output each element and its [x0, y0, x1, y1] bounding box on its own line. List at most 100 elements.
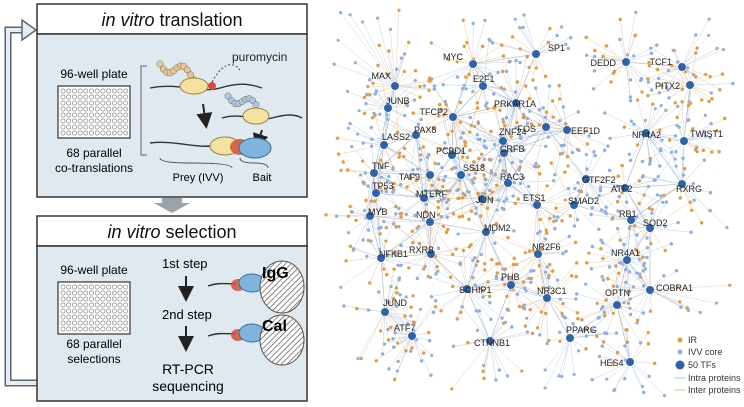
leaf-edge: [406, 214, 432, 255]
plate-well: [77, 326, 83, 332]
tf-tf-edge: [369, 215, 382, 259]
ir-protein-node: [718, 88, 722, 92]
leaf-edge: [430, 253, 451, 278]
plate-well: [72, 290, 77, 296]
plate-well: [60, 88, 66, 94]
sequencing-label: sequencing: [152, 378, 224, 394]
ivv-core-node: [587, 134, 591, 138]
plate-well: [89, 290, 94, 296]
ir-protein-node: [465, 155, 470, 160]
ivv-core-node: [659, 147, 663, 151]
ivv-core-node: [439, 214, 444, 219]
leaf-edge: [515, 19, 537, 55]
ivv-core-node: [623, 267, 628, 272]
ir-protein-node: [378, 329, 383, 333]
ivv-core-node: [478, 286, 482, 291]
ivv-core-node: [641, 311, 646, 315]
mrna-strand-2: [221, 114, 303, 120]
tf-node-pparg: [565, 333, 575, 343]
ivv-core-node: [498, 159, 502, 163]
ivv-core-node: [491, 230, 495, 235]
leaf-edge: [645, 106, 678, 134]
ivv-core-node: [505, 197, 509, 201]
leaf-edge: [489, 152, 505, 191]
leaf-edge: [539, 297, 548, 335]
leaf-edge: [364, 85, 396, 114]
selection-panel: in vitro selection 96-well plate 68 para…: [36, 215, 308, 402]
leaf-edge: [592, 304, 618, 331]
ivv-core-node: [429, 373, 433, 377]
ir-protein-node: [464, 75, 468, 79]
tf-node-rac3: [503, 178, 513, 188]
ivv-core-node: [496, 70, 500, 75]
ir-protein-node: [531, 78, 535, 82]
tf-node-pax8: [411, 130, 421, 140]
ivv-core-node: [474, 171, 478, 175]
ir-protein-node: [385, 72, 389, 76]
ir-protein-node: [450, 387, 454, 391]
ir-protein-node: [500, 43, 504, 47]
leaf-edge: [625, 35, 636, 63]
ir-protein-node: [404, 349, 408, 353]
ivv-core-node: [358, 173, 363, 177]
leaf-edge: [588, 252, 628, 261]
plate-well: [94, 118, 100, 124]
leaf-edge: [645, 132, 661, 167]
tf-label-prkar1a: PRKAR1A: [494, 99, 536, 109]
leaf-edge: [507, 182, 539, 203]
tf-label-jund: JUND: [383, 298, 407, 308]
ivv-core-node: [342, 304, 346, 308]
tf-label-nr3c1: NR3C1: [537, 286, 567, 296]
ivv-core-node: [487, 37, 491, 42]
leaf-edge: [472, 63, 478, 103]
leaf-edge: [573, 204, 599, 230]
leaf-edge: [546, 264, 550, 299]
ir-protein-node: [422, 267, 426, 271]
leaf-edge: [348, 127, 385, 146]
ivv-core-node: [471, 181, 476, 185]
ivv-core-node: [600, 344, 604, 348]
leaf-edge: [380, 213, 397, 259]
ir-protein-node: [523, 251, 527, 255]
plate-well: [111, 320, 117, 326]
ivv-core-node: [484, 146, 488, 150]
ir-protein-node: [547, 338, 551, 343]
ivv-core-node: [357, 109, 361, 113]
leaf-edge: [649, 270, 677, 291]
ir-protein-node: [421, 145, 426, 149]
leaf-edge: [585, 283, 618, 306]
ir-protein-node: [413, 69, 418, 73]
leaf-edge: [472, 55, 504, 65]
tf-tf-edge: [515, 53, 537, 104]
ir-protein-node: [467, 72, 471, 77]
ir-protein-node: [646, 342, 651, 346]
ivv-core-node: [577, 349, 581, 353]
ir-protein-node: [545, 231, 549, 235]
ivv-core-node: [543, 115, 547, 120]
ivv-core-node: [607, 265, 612, 269]
ir-protein-node: [534, 66, 538, 70]
ir-protein-node: [529, 122, 534, 126]
ir-protein-node: [480, 44, 485, 49]
leaf-edge: [481, 198, 515, 232]
ir-protein-node: [466, 341, 470, 345]
ir-protein-node: [417, 224, 421, 229]
plate-well: [89, 88, 94, 94]
ivv-core-node: [645, 255, 649, 260]
ivv-core-node: [656, 174, 660, 179]
ivv-core-node: [391, 190, 395, 194]
leaf-edge: [605, 259, 628, 301]
ir-protein-node: [393, 377, 397, 382]
puromycin-label: puromycin: [232, 50, 287, 64]
leaf-edge: [447, 198, 483, 230]
ivv-core-node: [628, 224, 632, 228]
leaf-edge: [626, 243, 672, 261]
ivv-core-node: [576, 110, 580, 114]
ivv-core-node: [666, 88, 670, 92]
leaf-edge: [606, 361, 631, 380]
leaf-edge: [384, 311, 415, 323]
ivv-core-node: [493, 172, 498, 177]
ivv-core-node: [559, 143, 564, 148]
ir-protein-node: [584, 35, 588, 40]
tf-tf-edge: [482, 85, 517, 104]
